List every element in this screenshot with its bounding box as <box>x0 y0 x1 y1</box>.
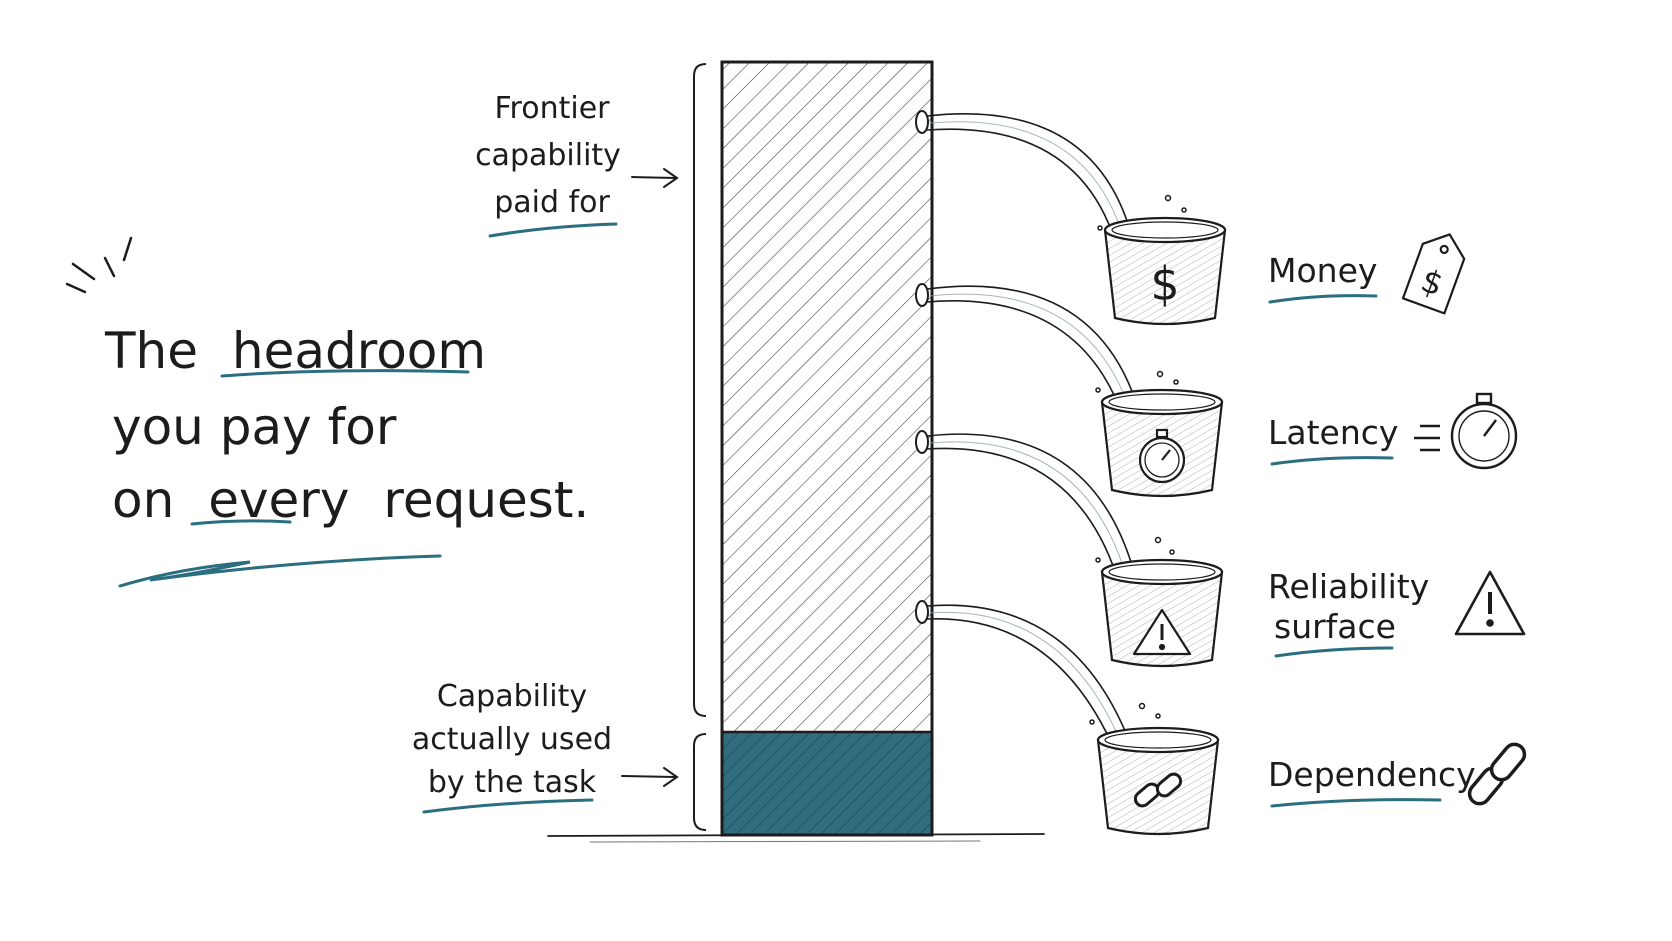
svg-text:Latency: Latency <box>1268 413 1398 452</box>
used-label: Capability actually used by the task <box>412 679 679 814</box>
headline-line3-pre: on <box>112 471 174 529</box>
chain-link-icon <box>1467 742 1527 806</box>
used-arrow-icon <box>621 767 679 787</box>
headline-scribble-underline <box>118 554 442 588</box>
svg-text:Money: Money <box>1268 251 1377 290</box>
used-bracket <box>693 733 707 831</box>
cost-labels: Money $ Latency Reliability sur <box>1268 233 1527 808</box>
stopwatch-icon <box>1138 428 1186 484</box>
price-tag-icon: $ <box>1401 233 1466 315</box>
leak-streams <box>915 110 1187 741</box>
cost-latency: Latency <box>1268 392 1518 470</box>
frontier-bracket <box>693 63 707 717</box>
headline-underline-every <box>190 519 292 526</box>
capability-column <box>720 60 934 837</box>
headline-line3-emphasis: every <box>208 471 349 529</box>
leak-stream-money <box>915 110 1131 233</box>
svg-text:Frontier: Frontier <box>494 91 610 126</box>
frontier-arrow-icon <box>631 168 679 188</box>
bucket-latency <box>1100 388 1224 498</box>
svg-text:Capability: Capability <box>437 679 587 714</box>
svg-text:paid for: paid for <box>494 185 610 220</box>
headline: The headroom you pay for on every reques… <box>65 236 589 588</box>
svg-text:actually used: actually used <box>412 722 612 757</box>
warning-icon <box>1132 608 1192 656</box>
buckets: $ <box>1096 216 1227 836</box>
dollar-icon: $ <box>1150 257 1179 311</box>
headline-line2: you pay for <box>112 398 397 456</box>
svg-text:by the task: by the task <box>428 765 597 800</box>
leak-stream-reliability <box>915 430 1135 575</box>
svg-text:on every request.: on every request. <box>112 471 589 529</box>
bucket-dependency <box>1096 726 1220 836</box>
warning-icon <box>1454 570 1526 636</box>
svg-text:capability: capability <box>475 138 621 173</box>
frontier-capability-area <box>722 62 932 732</box>
headline-underline-headroom <box>220 369 470 378</box>
cost-reliability: Reliability surface <box>1268 567 1526 658</box>
cost-dependency: Dependency <box>1268 742 1527 808</box>
leak-stream-dependency <box>915 600 1129 741</box>
used-label-underline <box>422 798 594 814</box>
frontier-label-underline <box>488 222 618 238</box>
frontier-label: Frontier capability paid for <box>475 91 679 238</box>
splash-drops <box>1089 194 1187 725</box>
headline-line1-pre: The <box>104 322 198 380</box>
stopwatch-icon <box>1414 392 1518 470</box>
chain-link-icon <box>1133 772 1183 808</box>
headline-emphasis-marks <box>65 236 133 294</box>
svg-text:Dependency: Dependency <box>1268 755 1476 794</box>
bucket-reliability <box>1100 558 1224 668</box>
leak-stream-latency <box>915 283 1137 405</box>
svg-text:surface: surface <box>1274 607 1396 646</box>
headline-line3-post: request. <box>383 471 589 529</box>
svg-text:Reliability: Reliability <box>1268 567 1429 606</box>
cost-money: Money $ <box>1268 233 1466 315</box>
bucket-money: $ <box>1103 216 1227 326</box>
